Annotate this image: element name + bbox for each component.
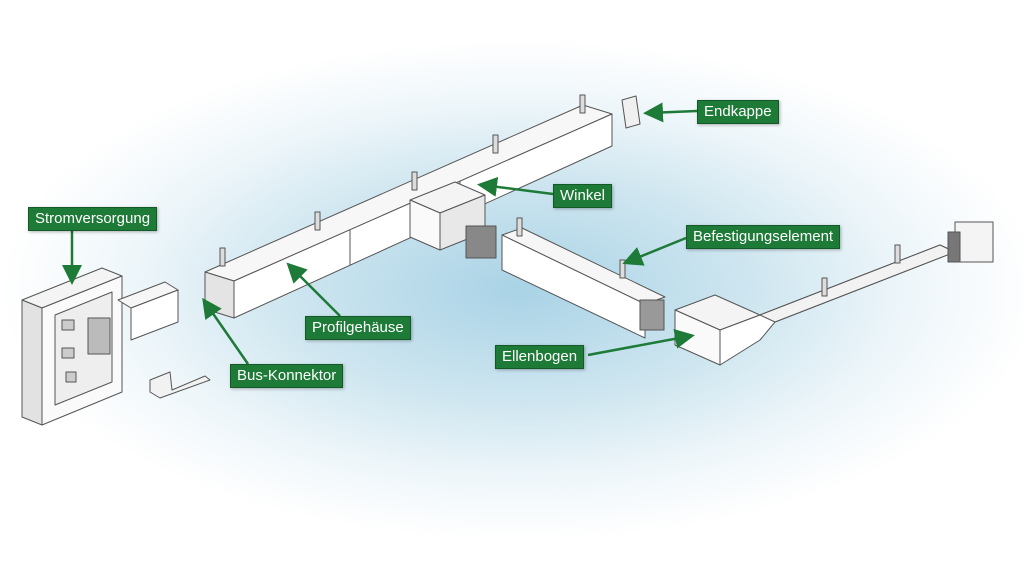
end-cap: [621, 95, 641, 129]
label-befestigungselement: Befestigungselement: [686, 225, 841, 249]
middle-profile-housing: [501, 227, 666, 339]
label-bus-konnektor: Bus-Konnektor: [230, 364, 344, 388]
power-supply-box: [21, 267, 123, 426]
arrow-winkel: [477, 176, 554, 197]
label-ellenbogen: Ellenbogen: [495, 345, 585, 369]
label-winkel: Winkel: [553, 184, 613, 208]
elbow-and-right-housing: [674, 221, 994, 366]
label-stromversorgung: Stromversorgung: [28, 207, 158, 231]
label-profilgehaeuse: Profilgehäuse: [305, 316, 411, 340]
arrow-profilgehaeuse: [286, 262, 341, 317]
arrow-bus-konnektor: [202, 297, 250, 365]
label-endkappe: Endkappe: [697, 100, 779, 124]
arrow-ellenbogen: [587, 328, 695, 357]
arrow-endkappe: [643, 102, 698, 123]
arrow-befestigungselement: [622, 236, 687, 266]
